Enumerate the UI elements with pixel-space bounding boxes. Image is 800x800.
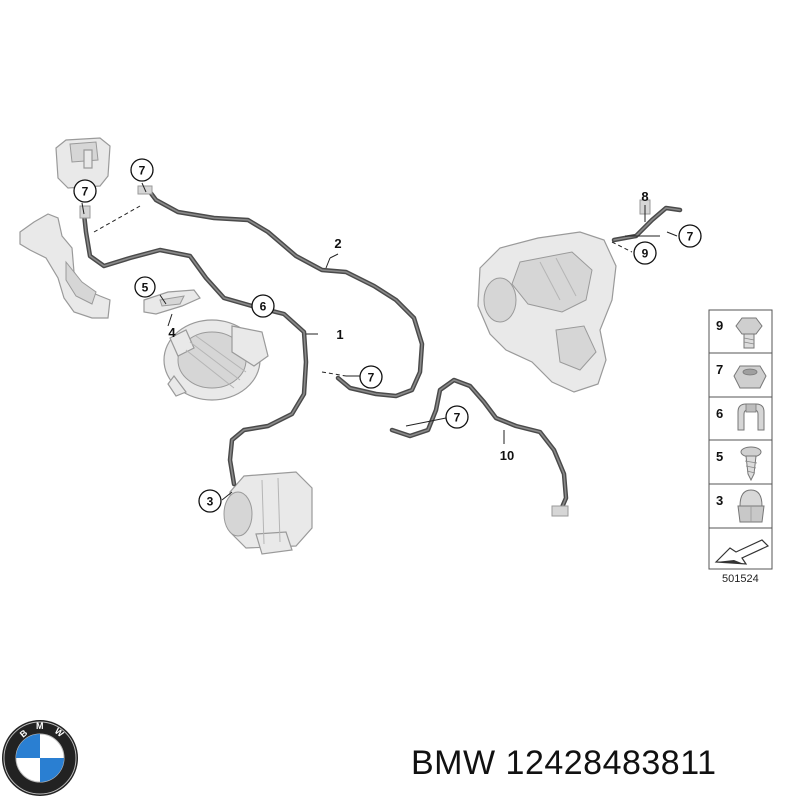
callout-8: 8 (641, 189, 648, 204)
legend-item-7: 7 (716, 362, 767, 389)
arrow-icon (714, 539, 770, 565)
legend-item-5: 5 (716, 446, 762, 482)
battery-bracket-illustration (19, 213, 111, 319)
callout-7-top-left: 7 (73, 179, 97, 203)
callout-number: 7 (454, 411, 461, 425)
alternator-illustration (163, 319, 269, 401)
leader-lines (81, 182, 678, 501)
cable-8 (611, 199, 683, 243)
callout-4: 4 (168, 325, 176, 340)
callout-7-right: 7 (678, 224, 702, 248)
callout-number: 2 (334, 236, 341, 251)
legend-number: 6 (716, 406, 723, 421)
part-number-caption: BMW 12428483811 (411, 744, 717, 782)
logo-letter: M (36, 721, 44, 731)
hex-nut-icon (733, 365, 767, 389)
callout-number: 4 (168, 325, 176, 340)
legend-number: 7 (716, 362, 723, 377)
callout-9: 9 (633, 241, 657, 265)
callout-number: 7 (82, 185, 89, 199)
callout-6: 6 (251, 294, 275, 318)
bolt-icon (735, 317, 763, 349)
callout-number: 7 (687, 230, 694, 244)
logo-letter: B (18, 727, 30, 739)
callout-number: 7 (368, 371, 375, 385)
callout-2: 2 (334, 236, 341, 251)
legend-item-3: 3 (716, 489, 765, 523)
callout-number: 5 (142, 281, 149, 295)
callout-3: 3 (198, 489, 222, 513)
cap-nut-icon (737, 489, 765, 523)
cable-clip-icon (737, 403, 765, 431)
callout-1: 1 (336, 327, 343, 342)
cable-10 (389, 377, 569, 517)
callout-number: 6 (260, 300, 267, 314)
callout-number: 7 (139, 164, 146, 178)
callout-number: 8 (641, 189, 648, 204)
legend-item-6: 6 (716, 403, 765, 431)
callout-number: 3 (207, 495, 214, 509)
legend-number: 3 (716, 493, 723, 508)
screw-icon (740, 446, 762, 482)
transfer-case-illustration (477, 231, 617, 393)
diagram-reference-number: 501524 (722, 573, 759, 585)
starter-motor-illustration (223, 471, 313, 555)
callout-number: 1 (336, 327, 343, 342)
legend-item-9: 9 (716, 317, 763, 349)
legend-number: 5 (716, 449, 723, 464)
callout-7-lower: 7 (445, 405, 469, 429)
callout-7-middle: 7 (359, 365, 383, 389)
bmw-logo-icon: B M W (2, 720, 78, 796)
callout-7-top: 7 (130, 158, 154, 182)
callout-number: 10 (500, 448, 514, 463)
legend-number: 9 (716, 318, 723, 333)
fuse-box-illustration (55, 137, 111, 189)
callout-5: 5 (134, 276, 156, 298)
parts-legend: 9 7 6 5 (708, 309, 773, 570)
callout-10: 10 (500, 448, 514, 463)
callout-number: 9 (642, 247, 649, 261)
